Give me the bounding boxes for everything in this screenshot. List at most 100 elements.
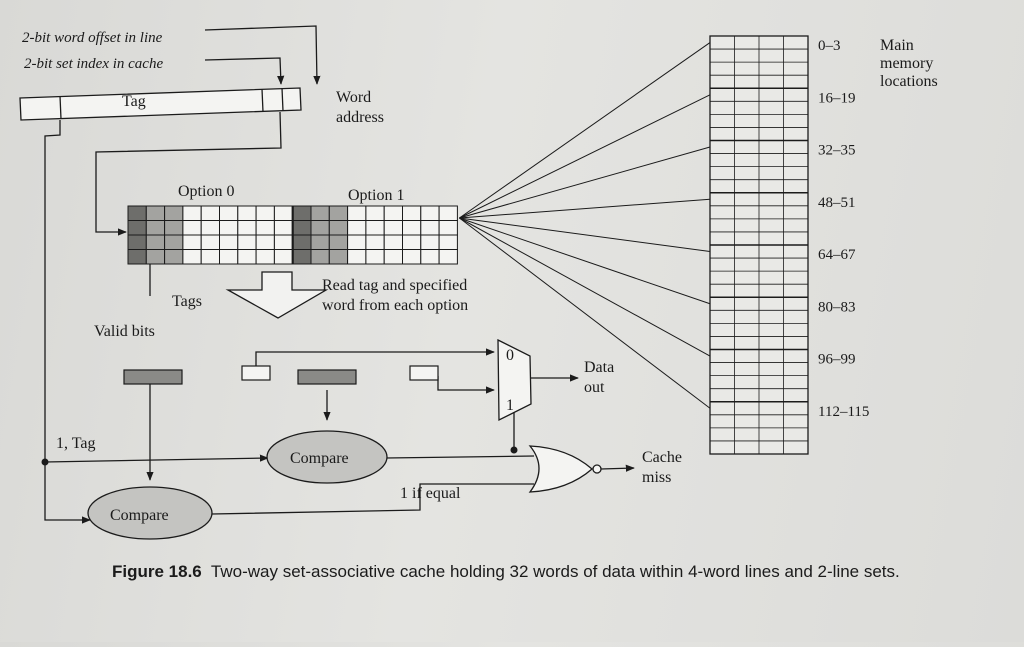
option0-label: Option 0 — [178, 183, 234, 200]
cache-cell — [255, 220, 275, 236]
word-address-label-2: address — [336, 109, 384, 126]
read-label-2: word from each option — [322, 297, 468, 314]
multiplexer — [497, 338, 532, 422]
address-field-divider — [59, 95, 62, 120]
cache-cell — [420, 205, 440, 221]
cache-cell — [420, 220, 440, 236]
offset-label: 2-bit word offset in line — [22, 30, 163, 46]
cache-miss-label-2: miss — [642, 469, 671, 486]
cache-miss-line — [600, 464, 635, 472]
compare-unit-option1 — [266, 430, 388, 484]
data0-path-line — [255, 348, 495, 366]
cache-cell — [145, 249, 166, 265]
compare-label-option1: Compare — [290, 450, 349, 467]
cache-cell — [402, 234, 422, 250]
memory-range-label: 80–83 — [818, 299, 856, 315]
cache-cell — [402, 220, 422, 236]
cache-cell — [200, 205, 220, 221]
cache-cell — [237, 249, 257, 265]
compare-output-line — [385, 455, 535, 459]
cache-cell — [310, 249, 330, 265]
cache-cell — [383, 234, 404, 250]
memory-mapping-lines — [459, 42, 711, 409]
index-pointer-line — [204, 57, 285, 85]
cache-cell — [420, 249, 440, 265]
cache-cell — [310, 205, 330, 221]
cache-cell — [127, 249, 147, 265]
data-register-option1 — [409, 365, 439, 381]
cache-cell — [328, 205, 349, 221]
cache-cell — [365, 234, 385, 250]
mux-input1-label: 1 — [506, 397, 514, 414]
nor-inversion-bubble — [592, 464, 602, 474]
tag-field-label: Tag — [122, 93, 146, 110]
cache-cell — [182, 205, 202, 221]
cache-cell — [255, 249, 275, 265]
cache-cell — [164, 249, 184, 265]
cache-cell — [292, 205, 312, 221]
cache-cell — [164, 205, 184, 221]
data1-path-line — [437, 376, 495, 394]
valid-tag-register-option0 — [123, 369, 183, 385]
data-out-label-1: Data — [584, 359, 614, 376]
cache-cell — [145, 205, 166, 221]
cache-cell — [328, 220, 349, 236]
mapping-line — [459, 217, 711, 409]
cache-cell — [237, 220, 257, 236]
cache-cell — [328, 249, 349, 265]
memory-range-label: 48–51 — [818, 195, 856, 211]
cache-cell — [219, 249, 239, 265]
cache-cell — [292, 220, 312, 236]
cache-cell — [237, 234, 257, 250]
cache-cell — [219, 234, 239, 250]
cache-cell — [347, 234, 367, 250]
cache-cell — [347, 205, 367, 221]
cache-cell — [292, 249, 312, 265]
memory-range-label: 0–3 — [818, 38, 841, 54]
cache-cell — [200, 234, 220, 250]
read-label-1: Read tag and specified — [322, 277, 467, 294]
cache-cell — [365, 220, 385, 236]
valid-bits-label: Valid bits — [94, 323, 155, 340]
memory-range-label: 96–99 — [818, 352, 856, 368]
cache-cell — [438, 205, 458, 221]
index-label: 2-bit set index in cache — [24, 56, 163, 72]
memory-range-label: 16–19 — [818, 90, 856, 106]
memory-range-label: 32–35 — [818, 143, 856, 159]
cache-array — [127, 205, 458, 265]
cache-cell — [164, 234, 184, 250]
word-address-label-1: Word — [336, 89, 371, 106]
cache-cell — [200, 249, 220, 265]
cache-cell — [365, 249, 385, 265]
cache-cell — [402, 249, 422, 265]
cache-cell — [347, 220, 367, 236]
cache-cell — [383, 249, 404, 265]
cache-cell — [402, 205, 422, 221]
if-equal-label: 1 if equal — [400, 485, 461, 502]
cache-cell — [420, 234, 440, 250]
cache-cell — [273, 205, 294, 221]
mapping-line — [459, 198, 711, 219]
cache-cell — [127, 234, 147, 250]
address-field-divider — [281, 87, 284, 112]
cache-cell — [365, 205, 385, 221]
mapping-line — [459, 217, 711, 253]
junction-dot — [41, 458, 49, 466]
cache-cell — [438, 220, 458, 236]
cache-cell — [237, 205, 257, 221]
nor-gate — [528, 445, 593, 493]
memory-range-label: 112–115 — [818, 404, 869, 420]
cache-cell — [383, 205, 404, 221]
cache-cell — [383, 220, 404, 236]
tags-label: Tags — [172, 293, 202, 310]
cache-cell — [310, 220, 330, 236]
tag-line — [44, 454, 269, 463]
mapping-line — [459, 146, 711, 219]
figure-number: Figure 18.6 — [112, 562, 202, 581]
cache-cell — [292, 234, 312, 250]
cache-cell — [273, 220, 294, 236]
compare-unit-option0 — [87, 486, 213, 540]
cache-cell — [255, 234, 275, 250]
